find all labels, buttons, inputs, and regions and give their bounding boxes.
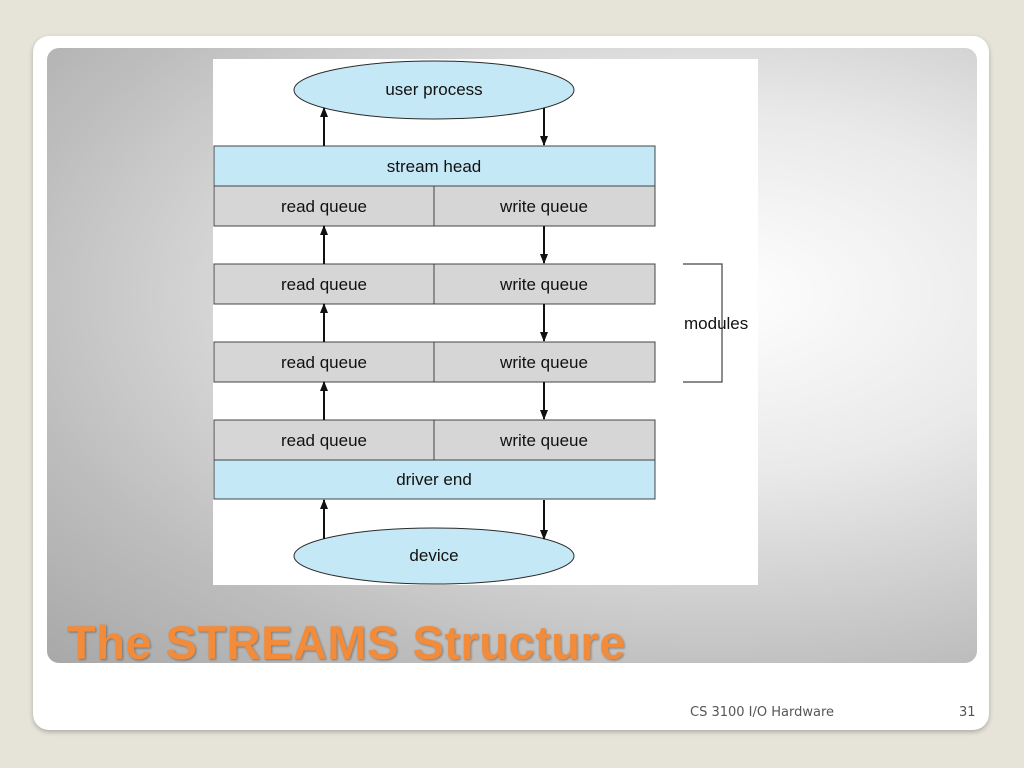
write-queue-label: write queue — [499, 353, 588, 372]
stream-head-label: stream head — [387, 157, 482, 176]
driver-end-box — [213, 459, 656, 500]
slide: user process stream head read queue writ… — [33, 36, 989, 730]
streams-diagram-svg: user process stream head read queue writ… — [213, 60, 748, 585]
slide-title: The STREAMS Structure — [67, 616, 626, 663]
write-queue-label: write queue — [499, 431, 588, 450]
driver-end-label: driver end — [396, 470, 472, 489]
streams-diagram: user process stream head read queue writ… — [213, 59, 758, 585]
content-panel: user process stream head read queue writ… — [47, 48, 977, 663]
read-queue-box — [213, 185, 435, 227]
read-queue-label: read queue — [281, 353, 367, 372]
read-queue-box — [213, 419, 435, 461]
user-process-label: user process — [385, 80, 482, 99]
device-label: device — [409, 546, 458, 565]
write-queue-label: write queue — [499, 197, 588, 216]
user-process-node — [293, 60, 575, 120]
read-queue-label: read queue — [281, 275, 367, 294]
write-queue-box — [433, 341, 656, 383]
device-node — [293, 527, 575, 585]
write-queue-label: write queue — [499, 275, 588, 294]
write-queue-box — [433, 185, 656, 227]
read-queue-label: read queue — [281, 431, 367, 450]
write-queue-box — [433, 419, 656, 461]
stream-head-box — [213, 145, 656, 187]
modules-label: modules — [684, 314, 748, 333]
slide-footer: CS 3100 I/O Hardware — [690, 705, 835, 720]
page-number: 31 — [959, 705, 976, 720]
modules-bracket — [683, 263, 723, 383]
read-queue-label: read queue — [281, 197, 367, 216]
